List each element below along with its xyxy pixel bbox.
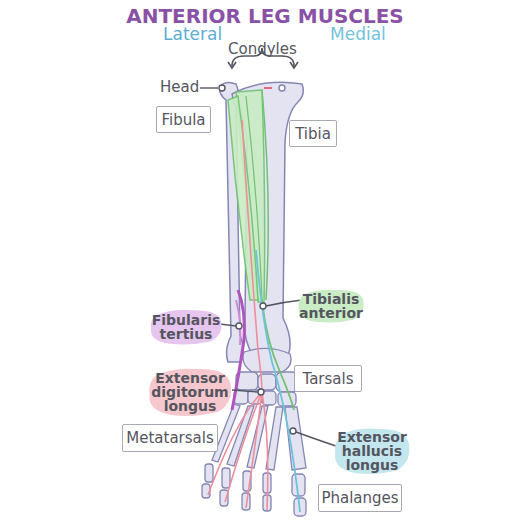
- bone-label-box: Phalanges: [318, 484, 402, 512]
- node-text: Extensor hallucis longus: [332, 430, 412, 472]
- bone-label-box: Fibula: [156, 106, 211, 133]
- node-text: Extensor digitorum longus: [146, 371, 234, 413]
- bone-label-box: Metatarsals: [122, 424, 218, 452]
- part-label: Head: [160, 78, 199, 96]
- muscle-label-blob: Extensor hallucis longus: [332, 426, 412, 476]
- node-text: Fibularis tertius: [148, 313, 224, 341]
- node-text: Fibula: [161, 113, 205, 127]
- brace-tip: [290, 62, 298, 68]
- part-label: Condyles: [228, 40, 297, 58]
- tarsal-bones: [234, 348, 298, 406]
- node-text: Tibia: [295, 127, 331, 141]
- tibialis-muscle: [228, 88, 272, 302]
- node-text: Tibialis anterior: [296, 292, 366, 320]
- muscle-label-blob: Extensor digitorum longus: [146, 366, 234, 418]
- foot-bones: [202, 404, 306, 516]
- node-text: Phalanges: [321, 491, 398, 505]
- node-text: Metatarsals: [126, 431, 213, 445]
- bone-label-box: Tibia: [289, 120, 337, 147]
- node-text: Tarsals: [302, 372, 353, 386]
- part-label: Medial: [330, 24, 386, 44]
- fibularis-tertius-muscle: [232, 290, 244, 410]
- diagram-title: ANTERIOR LEG MUSCLES: [0, 4, 530, 28]
- bone-label-box: Tarsals: [294, 365, 362, 392]
- tibialis-tendon: [262, 300, 294, 410]
- part-label: Lateral: [163, 24, 222, 44]
- muscle-label-blob: Tibialis anterior: [296, 288, 366, 324]
- brace-tip: [228, 62, 236, 68]
- muscle-label-blob: Fibularis tertius: [148, 308, 224, 346]
